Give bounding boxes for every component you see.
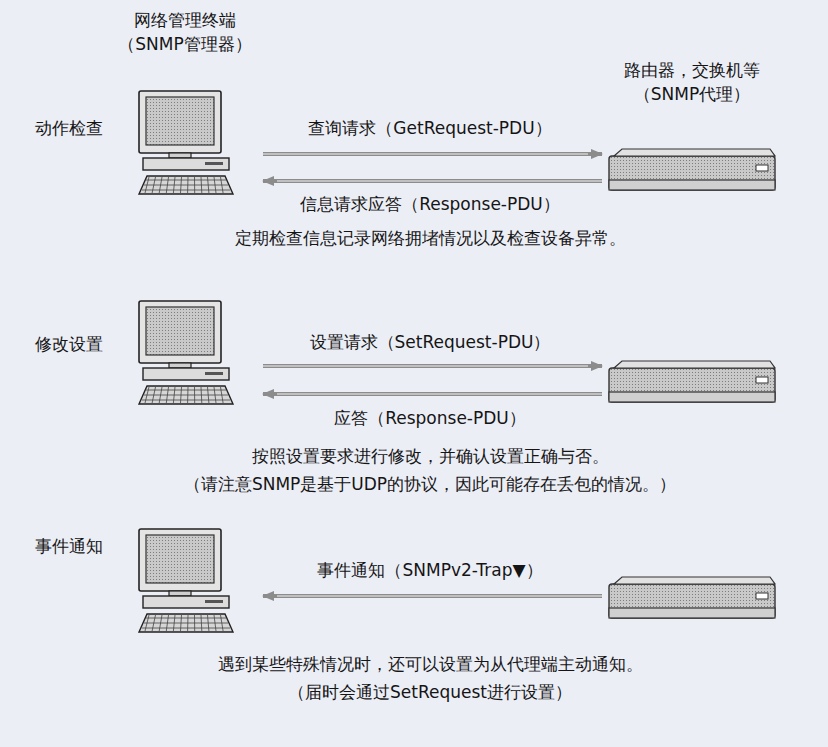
manager-terminal: 网络管理终端 （SNMP管理器）动作检查 [135, 90, 235, 198]
note-text: 按照设置要求进行修改，并确认设置正确与否。 [252, 444, 609, 468]
router-icon [608, 576, 776, 620]
message-arrow [263, 392, 602, 396]
edge-label: 信息请求应答（Response-PDU） [300, 192, 560, 216]
node-heading: 路由器，交换机等 （SNMP代理） [588, 58, 796, 106]
manager-terminal: 修改设置 [135, 300, 235, 408]
row-title: 事件通知 [35, 534, 103, 558]
row-title: 修改设置 [35, 332, 103, 356]
message-arrow [263, 364, 602, 368]
note-text: （请注意SNMP是基于UDP的协议，因此可能存在丢包的情况。） [184, 472, 676, 496]
note-text: 遇到某些特殊情况时，还可以设置为从代理端主动通知。 [218, 652, 643, 676]
arrow-highlight [277, 180, 602, 181]
message-arrow [263, 152, 602, 156]
row-title: 动作检查 [35, 116, 103, 140]
node-heading: 网络管理终端 （SNMP管理器） [90, 8, 280, 56]
arrow-highlight [277, 393, 602, 394]
edge-label: 应答（Response-PDU） [334, 406, 526, 430]
arrow-highlight [263, 365, 588, 366]
router-icon [608, 360, 776, 404]
arrow-highlight [277, 595, 602, 596]
arrow-highlight [263, 153, 588, 154]
agent-device [608, 576, 776, 620]
edge-label: 查询请求（GetRequest-PDU） [308, 116, 551, 140]
edge-label: 事件通知（SNMPv2-Trap▼） [317, 558, 542, 582]
agent-device [608, 360, 776, 404]
computer-icon [135, 90, 235, 198]
agent-device: 路由器，交换机等 （SNMP代理） [608, 148, 776, 192]
message-arrow [263, 594, 602, 598]
router-icon [608, 148, 776, 192]
computer-icon [135, 528, 235, 636]
manager-terminal: 事件通知 [135, 528, 235, 636]
message-arrow [263, 179, 602, 183]
edge-label: 设置请求（SetRequest-PDU） [310, 330, 551, 354]
note-text: 定期检查信息记录网络拥堵情况以及检查设备异常。 [235, 226, 626, 250]
computer-icon [135, 300, 235, 408]
note-text: （届时会通过SetRequest进行设置） [288, 680, 572, 704]
